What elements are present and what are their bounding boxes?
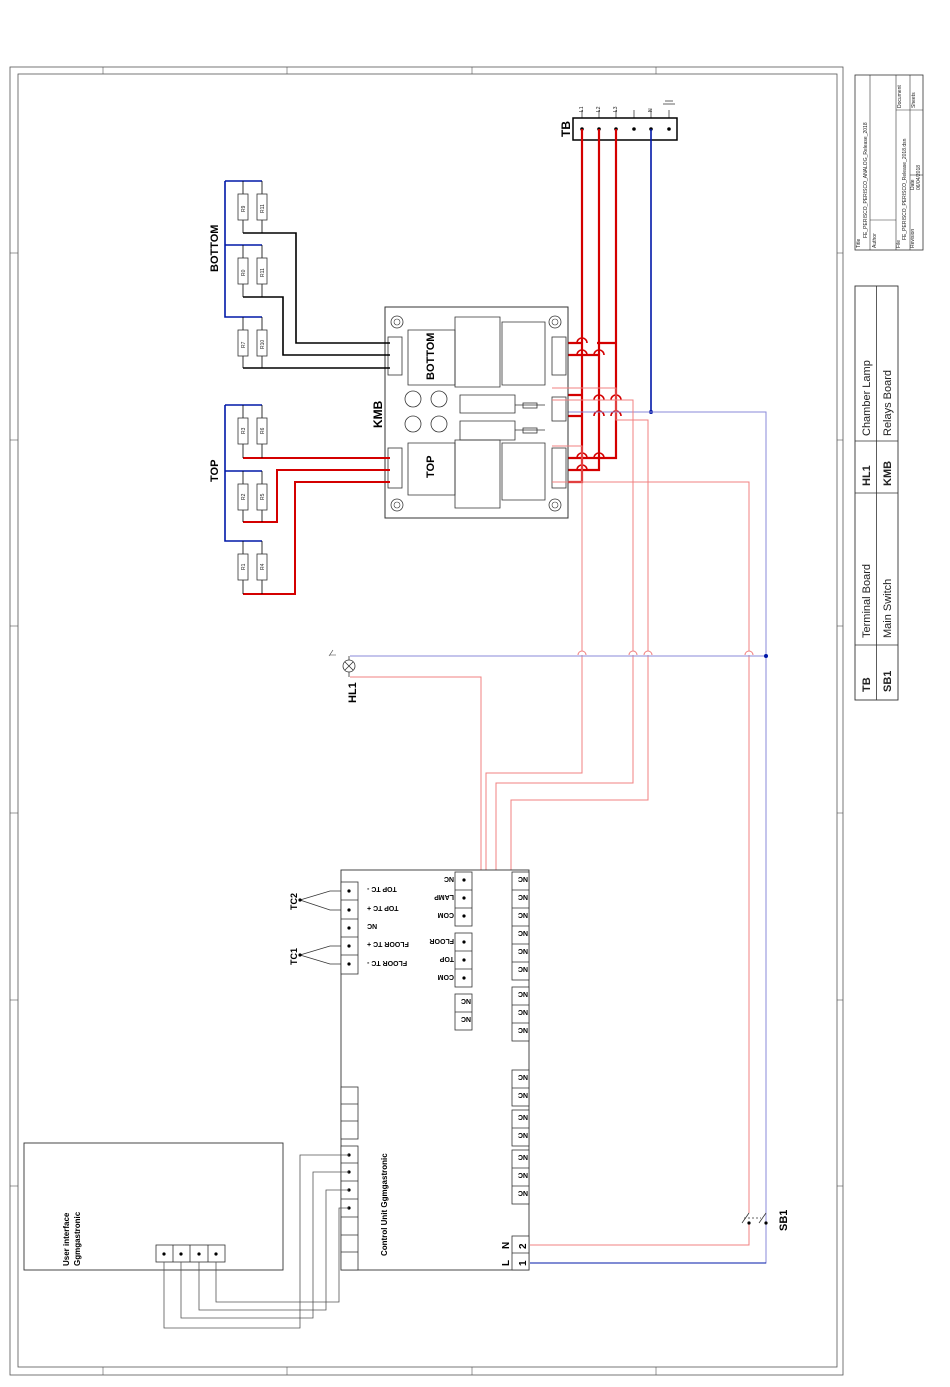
author-label: Author <box>872 233 878 248</box>
tc1-label: TC1 <box>289 948 299 965</box>
title-block: Title FE_PERISCO_PERISCO_ANALOG_Release_… <box>854 74 924 251</box>
legend-desc-sb1: Main Switch <box>882 579 894 638</box>
tb-terminal-n: N <box>648 108 654 112</box>
legend-table: TB Terminal Board SB1 Main Switch HL1 Ch… <box>854 285 899 701</box>
cu-nc-r2: NC <box>518 893 528 900</box>
kmb-label: KMB <box>371 400 385 428</box>
cu-term-lamp: LAMP <box>434 893 454 900</box>
legend-code-tb: TB <box>861 677 873 692</box>
cu-term-floor-tc-minus: FLOOR TC - <box>366 959 407 966</box>
cu-nc-r5: NC <box>518 947 528 954</box>
kmb-relay-board: BOTTOM TOP <box>384 306 569 519</box>
cu-nc-r15: NC <box>518 1171 528 1178</box>
hl1-label: HL1 <box>347 682 359 703</box>
sheets-label: Sheets <box>911 92 917 108</box>
top-heater-group: R3 R6 R2 R5 R1 R4 TOP <box>209 404 390 595</box>
sb1-switch: SB1 <box>741 1210 790 1231</box>
cu-term-floor-tc-plus: FLOOR TC + <box>367 940 409 947</box>
cu-term-com1: COM <box>438 911 455 918</box>
tb-terminal-l3: L3 <box>613 106 619 112</box>
cu-term-nc-small-2: NC <box>461 1015 471 1022</box>
kmb-bottom-label: BOTTOM <box>425 333 437 380</box>
cu-power-n: N <box>501 1242 512 1249</box>
cu-power-1: 1 <box>518 1260 529 1266</box>
res-r2: R2 <box>241 493 247 500</box>
control-wire-crossovers <box>577 650 754 656</box>
cu-nc-r10: NC <box>518 1073 528 1080</box>
control-unit: TOP TC - TOP TC + NC FLOOR TC + FLOOR TC… <box>289 869 530 1271</box>
bottom-heater-group: R9 R11 R0 R11 R7 R10 BOTTOM <box>209 180 390 369</box>
res-r6: R6 <box>260 427 266 434</box>
hl1-lamp: HL1 <box>328 649 768 703</box>
cu-nc-r6: NC <box>518 965 528 972</box>
cu-nc-r1: NC <box>518 875 528 882</box>
title-label: Title <box>856 239 862 248</box>
cu-nc-r16: NC <box>518 1189 528 1196</box>
tb-terminal-l1: L1 <box>579 106 585 112</box>
file-value: FE_PERISCO_PERISCO_Release_2018.dsn <box>902 138 908 240</box>
terminal-board: L1 L2 L3 N TB <box>559 100 678 141</box>
tb-terminal-l2: L2 <box>596 106 602 112</box>
cu-power-2: 2 <box>518 1243 529 1249</box>
control-unit-label: Control Unit Ggmgastronic <box>380 1153 389 1256</box>
cu-term-top-tc-minus: TOP TC - <box>366 885 396 892</box>
title-value: FE_PERISCO_PERISCO_ANALOG_Release_2018 <box>863 122 869 238</box>
tb-label: TB <box>559 121 573 137</box>
date-label: Date <box>910 179 916 190</box>
res-r10: R10 <box>260 340 266 349</box>
ui-label-2: Ggmgastronic <box>73 1211 82 1266</box>
res-r11b: R11 <box>260 268 266 277</box>
bus-wires <box>163 1154 349 1329</box>
revision-label: Revision <box>910 229 916 248</box>
cu-term-floor: FLOOR <box>430 937 455 944</box>
legend-code-hl1: HL1 <box>861 465 873 486</box>
cu-term-nc: NC <box>367 922 377 929</box>
cu-nc-r7: NC <box>518 990 528 997</box>
date-value: 06/04/2018 <box>916 165 922 190</box>
cu-term-nc-small-1: NC <box>461 997 471 1004</box>
res-r5: R5 <box>260 493 266 500</box>
res-r4: R4 <box>260 563 266 570</box>
sb1-label: SB1 <box>778 1210 790 1231</box>
cu-term-nc-mid: NC <box>444 875 454 882</box>
cu-power-l: L <box>501 1260 512 1266</box>
document-label: Document <box>897 85 903 108</box>
tc2-label: TC2 <box>289 893 299 910</box>
bottom-label: BOTTOM <box>209 225 221 272</box>
res-r3: R3 <box>241 427 247 434</box>
res-r9: R9 <box>241 205 247 212</box>
ui-label-1: User interface <box>62 1212 71 1266</box>
res-r0: R0 <box>241 269 247 276</box>
cu-nc-r9: NC <box>518 1026 528 1033</box>
cu-nc-r3: NC <box>518 911 528 918</box>
legend-code-kmb: KMB <box>882 461 894 486</box>
cu-nc-r14: NC <box>518 1153 528 1160</box>
cu-term-com2: COM <box>438 973 455 980</box>
phase-jumpers <box>576 337 622 471</box>
cu-nc-r11: NC <box>518 1091 528 1098</box>
kmb-top-label: TOP <box>425 456 437 478</box>
cu-nc-r4: NC <box>518 929 528 936</box>
cu-nc-r13: NC <box>518 1131 528 1138</box>
legend-desc-tb: Terminal Board <box>861 564 873 638</box>
file-label: File <box>896 240 902 248</box>
top-label: TOP <box>209 460 221 482</box>
cu-term-top: TOP <box>439 955 454 962</box>
user-interface: User interface Ggmgastronic <box>23 1142 284 1271</box>
res-r1: R1 <box>241 563 247 570</box>
res-r7: R7 <box>241 341 247 348</box>
legend-desc-hl1: Chamber Lamp <box>861 360 873 436</box>
sheet-border <box>9 66 844 1376</box>
legend-desc-kmb: Relays Board <box>882 370 894 436</box>
cu-nc-r8: NC <box>518 1008 528 1015</box>
legend-code-sb1: SB1 <box>882 671 894 692</box>
cu-term-top-tc-plus: TOP TC + <box>367 904 398 911</box>
cu-nc-r12: NC <box>518 1113 528 1120</box>
res-r11a: R11 <box>260 204 266 213</box>
